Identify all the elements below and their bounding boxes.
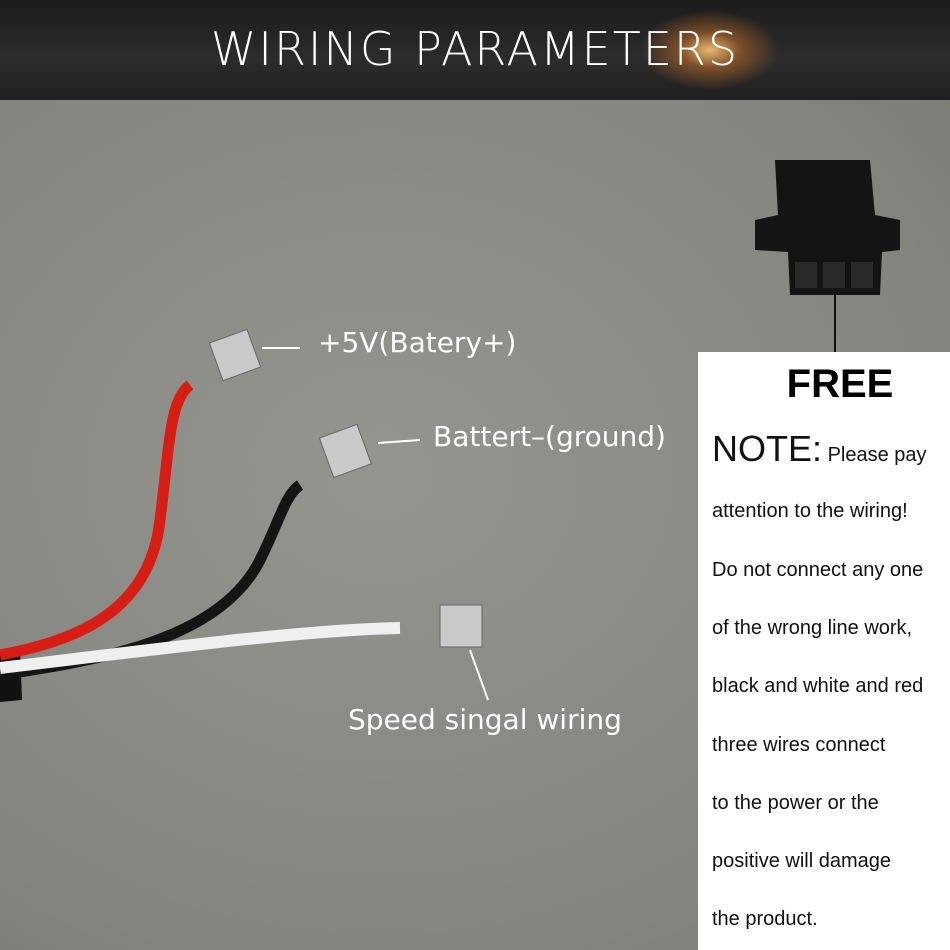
red-wire (0, 380, 194, 661)
white-wire (0, 622, 401, 674)
note-line: attention to the wiring! (712, 500, 908, 522)
note-line: the product. (712, 908, 818, 930)
note-heading: NOTE: (712, 428, 823, 469)
note-line: of the wrong line work, (712, 617, 913, 639)
light-flare (640, 10, 780, 90)
label-battery-plus: +5V(Batery+) (318, 326, 517, 359)
note-first-line: NOTE: Please pay (712, 428, 927, 470)
note-line: three wires connect (712, 734, 886, 756)
terminal-speed (439, 604, 483, 648)
page-title: WIRING PARAMETERS (210, 22, 740, 76)
note-line: to the power or the (712, 792, 879, 814)
terminal-battery-plus (208, 328, 262, 382)
connector-label: FREE (786, 362, 894, 406)
label-speed-signal: Speed singal wiring (348, 703, 622, 736)
header-banner: WIRING PARAMETERS (0, 0, 950, 100)
leader-ground (377, 439, 421, 444)
terminal-ground (318, 423, 372, 479)
note-line: black and white and red (712, 675, 924, 697)
connector-plug (755, 160, 900, 295)
leader-speed (469, 649, 489, 701)
note-line: Do not connect any one (712, 559, 924, 581)
label-ground: Battert–(ground) (433, 420, 666, 453)
note-line: Please pay (827, 444, 927, 466)
note-line: positive will damage (712, 850, 891, 872)
note-panel (698, 352, 950, 950)
